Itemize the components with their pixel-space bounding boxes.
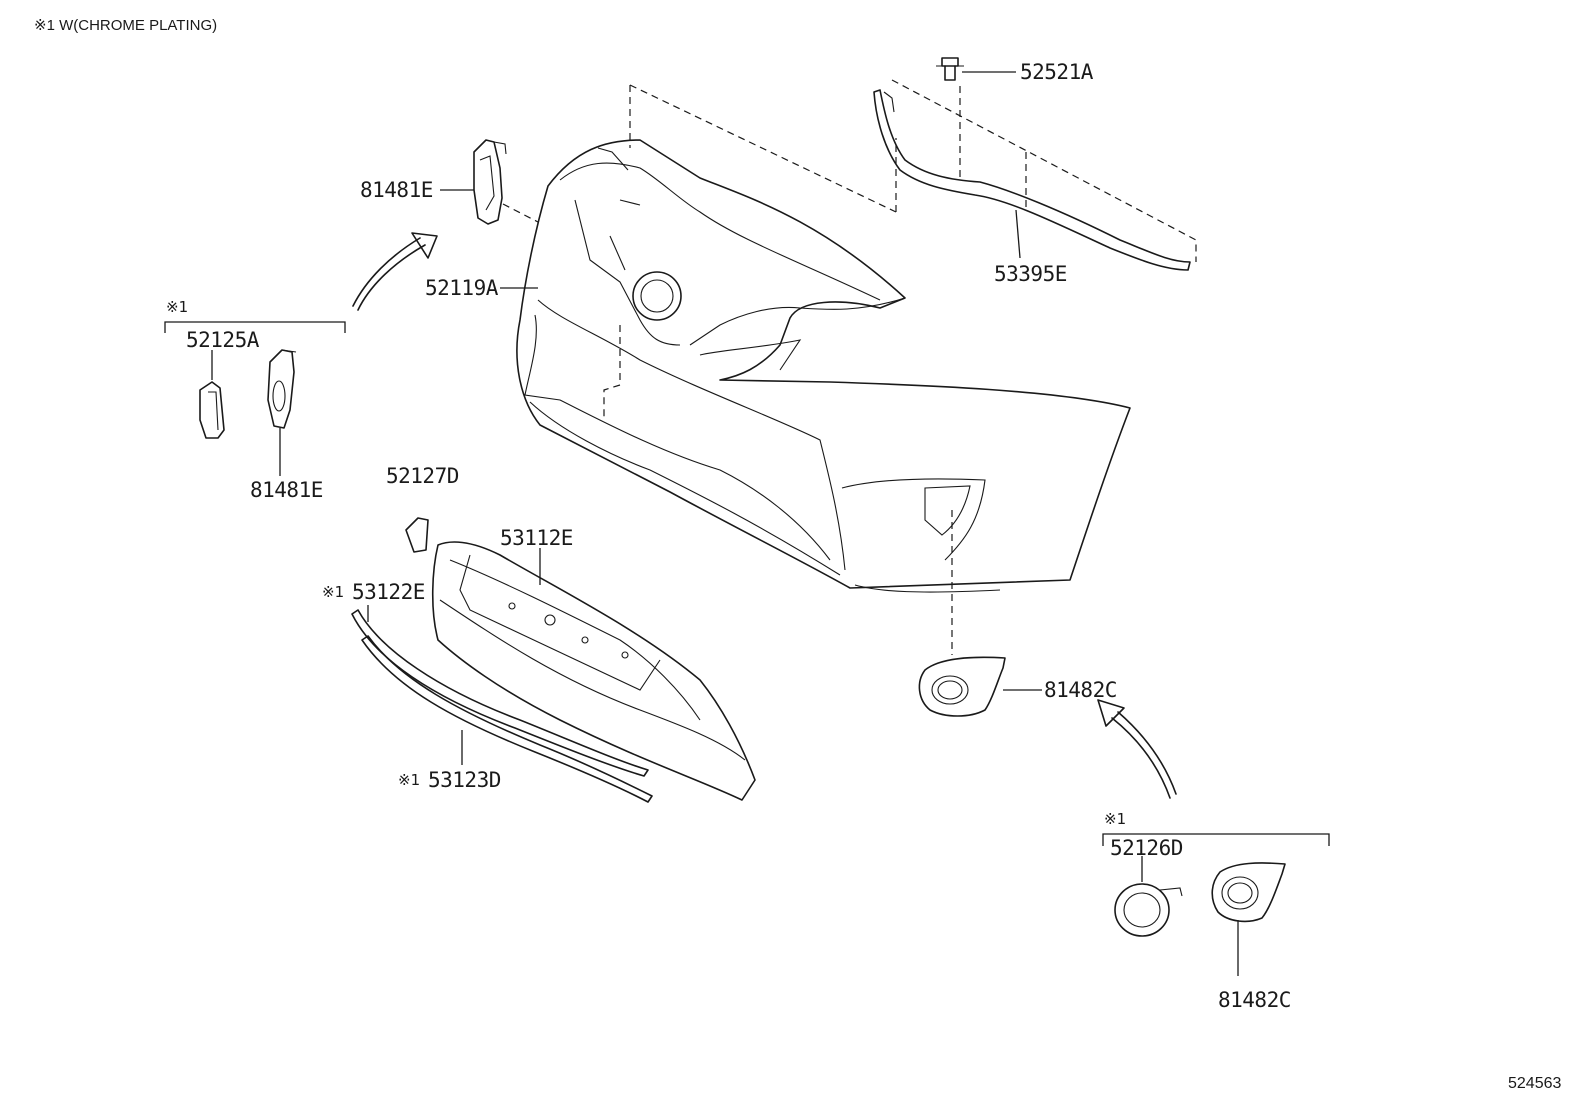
lower-grille-53112E bbox=[431, 541, 756, 801]
part-label-81481E-top: 81481E bbox=[360, 178, 433, 202]
part-label-53395E: 53395E bbox=[994, 262, 1067, 286]
fog-cover-81482C-mid bbox=[918, 656, 1006, 717]
fog-garnish-52126D bbox=[1114, 883, 1183, 937]
part-label-52127D: 52127D bbox=[386, 464, 459, 488]
part-label-53123D: 53123D bbox=[428, 768, 501, 792]
part-label-52125A: 52125A bbox=[186, 328, 259, 352]
part-label-53112E: 53112E bbox=[500, 526, 573, 550]
part-label-52521A: 52521A bbox=[1020, 60, 1093, 84]
molding-53123D bbox=[361, 635, 653, 803]
part-label-52119A: 52119A bbox=[425, 276, 498, 300]
clip-52521A bbox=[936, 57, 964, 81]
chrome-mark-left-group: ※1 bbox=[166, 298, 189, 316]
chrome-mark-bottom-group: ※1 bbox=[1104, 810, 1127, 828]
leader-lines bbox=[211, 71, 1239, 976]
front-bumper-cover bbox=[516, 139, 1131, 593]
part-label-81481E-left: 81481E bbox=[250, 478, 323, 502]
part-label-53122E: 53122E bbox=[352, 580, 425, 604]
arrow-left-group bbox=[352, 232, 438, 311]
diagram-reference-number: 524563 bbox=[1508, 1075, 1562, 1092]
group-bracket-bottom bbox=[1102, 833, 1330, 846]
chrome-mark-53123D: ※1 bbox=[398, 771, 421, 789]
group-bracket-left bbox=[164, 321, 346, 333]
chrome-garnish-52125A bbox=[199, 381, 225, 439]
arrow-bottom-group bbox=[1097, 699, 1177, 799]
part-label-81482C-mid: 81482C bbox=[1044, 678, 1117, 702]
molding-53122E bbox=[351, 609, 649, 777]
side-cover-81481E-left bbox=[267, 349, 297, 429]
assembly-dashed-lines bbox=[502, 79, 1197, 655]
upper-grille-molding bbox=[873, 89, 1191, 271]
part-label-81482C-bottom: 81482C bbox=[1218, 988, 1291, 1012]
fog-cover-81482C-bottom bbox=[1211, 862, 1286, 923]
chrome-plating-note: ※1 W(CHROME PLATING) bbox=[34, 17, 218, 34]
part-label-52126D: 52126D bbox=[1110, 836, 1183, 860]
cap-52127D bbox=[405, 517, 429, 553]
chrome-mark-53122E: ※1 bbox=[322, 583, 345, 601]
side-cover-81481E-top bbox=[473, 139, 507, 225]
